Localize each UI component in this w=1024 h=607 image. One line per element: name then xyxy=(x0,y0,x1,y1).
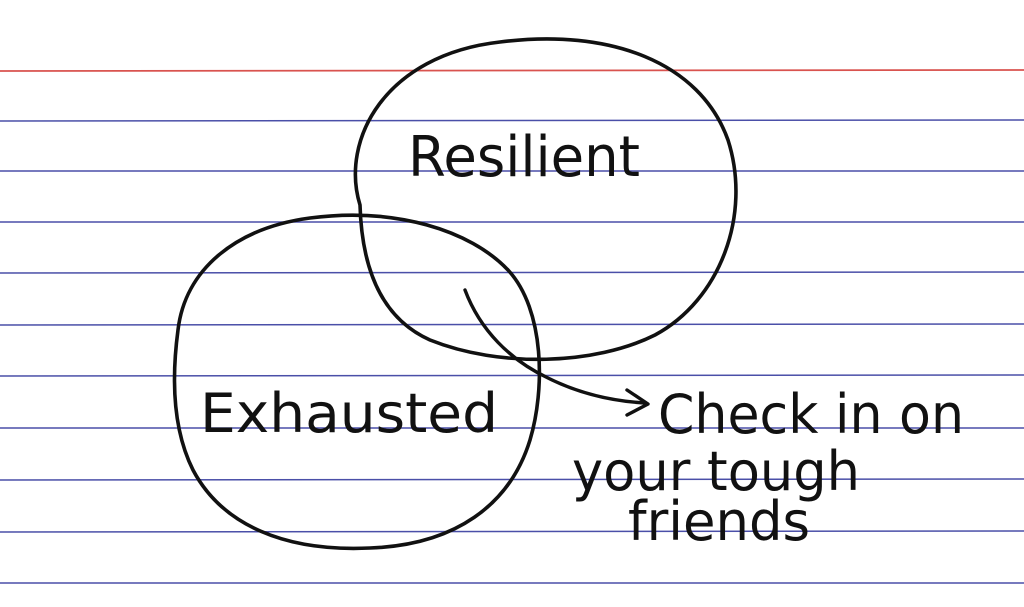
arrow-shaft xyxy=(463,288,647,405)
resilient-circle xyxy=(353,37,738,362)
arrow-head xyxy=(625,388,650,417)
exhausted-circle xyxy=(172,213,542,551)
callout-arrow xyxy=(463,288,650,417)
resilient-label: Resilient xyxy=(408,125,640,190)
callout-line-3: friends xyxy=(628,490,810,553)
callout-line-2: your tough xyxy=(572,440,860,503)
ruled-line xyxy=(0,119,1024,122)
callout-line-1: Check in on xyxy=(658,383,964,446)
venn-circles xyxy=(172,37,738,551)
ruled-line xyxy=(0,323,1024,326)
ruled-line xyxy=(0,530,1024,533)
exhausted-label: Exhausted xyxy=(200,382,498,445)
ruled-lines xyxy=(0,119,1024,584)
red-margin-line xyxy=(0,69,1024,72)
ruled-line xyxy=(0,374,1024,377)
